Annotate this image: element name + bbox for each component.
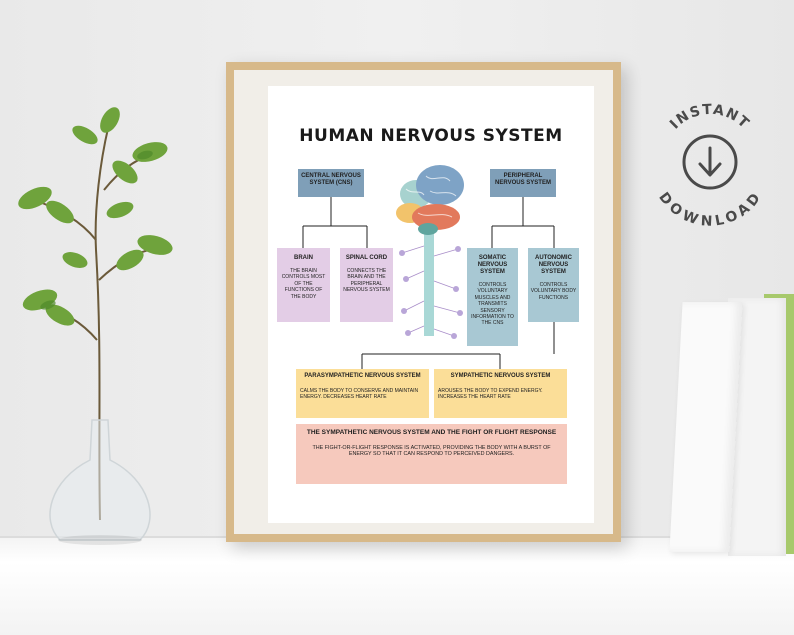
badge-text-instant: INSTANT bbox=[667, 102, 751, 133]
poster-title: HUMAN NERVOUS SYSTEM bbox=[299, 126, 563, 146]
autonomic-box: AUTONOMIC NERVOUS SYSTEM CONTROLS VOLUNT… bbox=[528, 248, 579, 322]
fight-or-flight-heading: THE SYMPATHETIC NERVOUS SYSTEM AND THE F… bbox=[306, 429, 557, 436]
cns-box: CENTRAL NERVOUS SYSTEM (CNS) bbox=[298, 169, 364, 197]
somatic-text: CONTROLS VOLUNTARY MUSCLES AND TRANSMITS… bbox=[471, 282, 514, 327]
sympathetic-text: AROUSES THE BODY TO EXPEND ENERGY. INCRE… bbox=[438, 388, 543, 401]
connector-lines bbox=[302, 197, 555, 369]
spinal-cord-heading: SPINAL CORD bbox=[345, 255, 388, 261]
svg-text:DOWNLOAD: DOWNLOAD bbox=[655, 190, 764, 228]
fight-or-flight-text: THE FIGHT-OR-FLIGHT RESPONSE IS ACTIVATE… bbox=[312, 445, 551, 458]
somatic-box: SOMATIC NERVOUS SYSTEM CONTROLS VOLUNTAR… bbox=[467, 248, 518, 346]
parasympathetic-heading: PARASYMPATHETIC NERVOUS SYSTEM bbox=[304, 373, 421, 379]
brain-text: THE BRAIN CONTROLS MOST OF THE FUNCTIONS… bbox=[281, 268, 326, 300]
picture-frame: HUMAN NERVOUS SYSTEM CENTRAL NERVOUS SYS… bbox=[226, 62, 621, 542]
frame-mat: HUMAN NERVOUS SYSTEM CENTRAL NERVOUS SYS… bbox=[234, 70, 613, 534]
somatic-heading: SOMATIC NERVOUS SYSTEM bbox=[477, 255, 508, 275]
pns-box: PERIPHERAL NERVOUS SYSTEM bbox=[490, 169, 556, 197]
spinal-cord-box: SPINAL CORD CONNECTS THE BRAIN AND THE P… bbox=[340, 248, 393, 322]
sympathetic-heading: SYMPATHETIC NERVOUS SYSTEM bbox=[450, 373, 551, 379]
parasympathetic-text: CALMS THE BODY TO CONSERVE AND MAINTAIN … bbox=[300, 388, 419, 401]
cns-heading: CENTRAL NERVOUS SYSTEM (CNS) bbox=[301, 173, 361, 186]
brain-spinal-cord-illustration bbox=[396, 165, 464, 339]
autonomic-heading: AUTONOMIC NERVOUS SYSTEM bbox=[535, 255, 572, 275]
autonomic-text: CONTROLS VOLUNTARY BODY FUNCTIONS bbox=[530, 282, 577, 301]
instant-download-badge: INSTANT DOWNLOAD bbox=[655, 102, 764, 228]
shelf bbox=[0, 538, 794, 635]
parasympathetic-box: PARASYMPATHETIC NERVOUS SYSTEM CALMS THE… bbox=[296, 369, 429, 418]
pns-heading: PERIPHERAL NERVOUS SYSTEM bbox=[495, 173, 551, 186]
brain-heading: BRAIN bbox=[294, 255, 313, 261]
fight-or-flight-box: THE SYMPATHETIC NERVOUS SYSTEM AND THE F… bbox=[296, 424, 567, 484]
spinal-cord-text: CONNECTS THE BRAIN AND THE PERIPHERAL NE… bbox=[343, 268, 390, 294]
svg-text:INSTANT: INSTANT bbox=[667, 102, 753, 133]
potted-plant-illustration bbox=[18, 107, 173, 545]
download-arrow-icon bbox=[682, 134, 738, 190]
sympathetic-box: SYMPATHETIC NERVOUS SYSTEM AROUSES THE B… bbox=[434, 369, 567, 418]
poster: HUMAN NERVOUS SYSTEM CENTRAL NERVOUS SYS… bbox=[268, 86, 594, 523]
brain-box: BRAIN THE BRAIN CONTROLS MOST OF THE FUN… bbox=[277, 248, 330, 322]
badge-text-download: DOWNLOAD bbox=[655, 190, 763, 228]
